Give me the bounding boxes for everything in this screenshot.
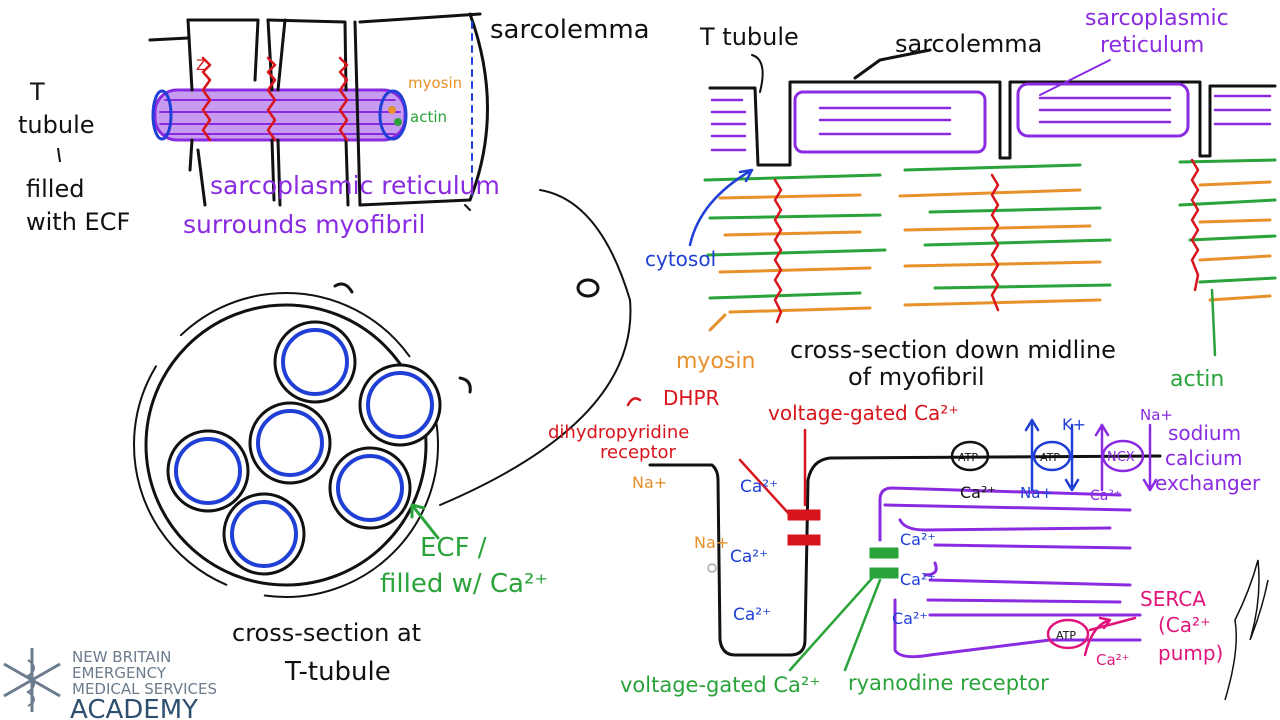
label-t-tubule-right: T tubule <box>699 23 799 51</box>
label-voltage-gated-top: voltage-gated Ca²⁺ <box>768 401 959 425</box>
label-ca-2: Ca²⁺ <box>730 547 768 567</box>
label-cross-midline-1: cross-section down midline <box>790 336 1116 364</box>
label-myosin-mid: myosin <box>676 349 755 374</box>
label-atp-2: ATP <box>1040 451 1060 464</box>
star-of-life-icon <box>3 648 61 712</box>
label-ecf: ECF / <box>420 533 487 563</box>
label-serca-2: (Ca²⁺ <box>1158 613 1211 637</box>
label-dhpr: DHPR <box>663 386 720 410</box>
academy-logo: NEW BRITAIN EMERGENCY MEDICAL SERVICES A… <box>3 648 217 720</box>
myosin-dots <box>388 106 396 114</box>
label-sr-surrounds-2: surrounds myofibril <box>183 210 426 239</box>
label-ca-3: Ca²⁺ <box>733 605 771 625</box>
label-serca-3: pump) <box>1158 641 1223 665</box>
myofibril-segment-drawing <box>148 12 489 207</box>
cytosol-arrow <box>688 168 754 247</box>
label-z: Z <box>196 58 206 74</box>
label-receptor: receptor <box>600 442 677 463</box>
label-actin-right: actin <box>1170 367 1224 392</box>
logo-line-3: MEDICAL SERVICES <box>72 680 217 698</box>
label-na-ncx: Na+ <box>1140 406 1173 424</box>
logo-line-1: NEW BRITAIN <box>72 648 171 666</box>
label-ca-serca: Ca²⁺ <box>1096 651 1130 669</box>
label-with-ecf: with ECF <box>26 208 130 236</box>
label-ca-1: Ca²⁺ <box>740 477 778 497</box>
t-tubule-divider <box>57 147 61 163</box>
label-ryanodine-receptor: ryanodine receptor <box>848 671 1049 695</box>
label-actin-small: actin <box>410 108 447 126</box>
label-na-atp: Na+ <box>1020 484 1053 502</box>
label-ca-r2: Ca²⁺ <box>900 570 936 589</box>
label-calcium: calcium <box>1165 446 1243 470</box>
label-cross-section-at: cross-section at <box>232 619 421 647</box>
label-t-tubule-bottom: T-tubule <box>284 657 391 687</box>
cross-section-t-tubule-drawing <box>133 189 632 598</box>
label-voltage-gated-bottom: voltage-gated Ca²⁺ <box>620 673 820 697</box>
label-serca: SERCA <box>1140 587 1206 611</box>
label-ca-r1: Ca²⁺ <box>900 530 936 549</box>
label-sr-right-1: sarcoplasmic <box>1085 6 1229 31</box>
logo-line-4: ACADEMY <box>70 695 198 720</box>
label-t-tubule-left-2: tubule <box>18 111 95 139</box>
label-cytosol: cytosol <box>645 247 716 271</box>
label-ca-ncx: Ca²⁺ <box>1090 488 1121 504</box>
label-filled: filled <box>26 175 84 203</box>
label-ncx: NCX <box>1107 450 1135 465</box>
ion-channel-drawing <box>626 397 1162 672</box>
signature-scribble <box>1224 559 1269 701</box>
label-k-plus: K+ <box>1062 415 1086 434</box>
label-cross-midline-2: of myofibril <box>848 363 985 391</box>
label-myosin-small: myosin <box>408 74 462 92</box>
label-filled-ca: filled w/ Ca²⁺ <box>380 569 548 599</box>
label-t-tubule-left-1: T <box>29 78 45 106</box>
logo-line-2: EMERGENCY <box>72 664 167 682</box>
label-sr-right-2: reticulum <box>1100 33 1204 58</box>
label-dihydropyridine: dihydropyridine <box>548 422 689 443</box>
label-na-mid: Na+ <box>694 533 729 552</box>
actin-dots <box>394 118 402 126</box>
label-ca-atp: Ca²⁺ <box>960 483 996 502</box>
midline-section-drawing <box>703 48 1277 357</box>
label-sr-surrounds-1: sarcoplasmic reticulum <box>210 171 500 200</box>
ecf-arrow <box>410 503 440 540</box>
label-atp-1: ATP <box>958 451 978 464</box>
label-na-left: Na+ <box>632 473 667 492</box>
label-atp-serca: ATP <box>1056 629 1076 642</box>
label-ca-r3: Ca²⁺ <box>892 609 928 628</box>
label-sarcolemma-right: sarcolemma <box>895 30 1042 58</box>
label-sodium: sodium <box>1168 421 1241 445</box>
label-sarcolemma-left: sarcolemma <box>490 15 650 45</box>
label-exchanger: exchanger <box>1155 471 1261 495</box>
